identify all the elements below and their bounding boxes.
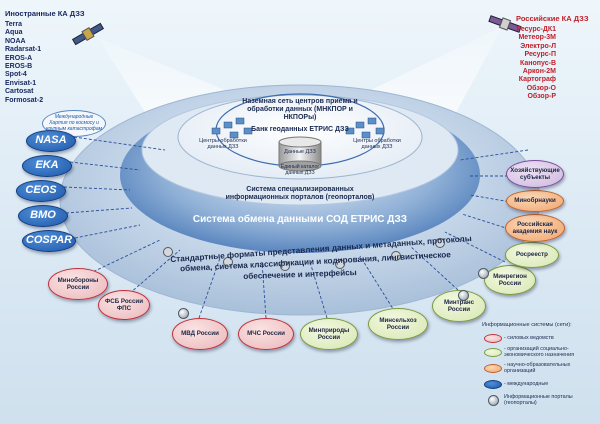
geoportal-icon [478,268,489,279]
geoportal-icon [458,290,469,301]
russian-satellite-icon [488,15,522,33]
legend-item-social: - организаций социально-экономического н… [504,346,575,358]
foreign-satellites-item: Terra [5,21,22,28]
foreign-satellites-item: Spot-4 [5,71,27,79]
foreign-satellites-item: Aqua [5,29,23,37]
portal-nodes [163,238,445,271]
org-mvd[interactable]: МВД России [172,318,228,350]
legend-swatch-blue [484,380,502,389]
org-cospar[interactable]: COSPAR [22,230,76,252]
org-minobrnauki[interactable]: Минобрнауки [506,190,564,212]
russian-satellites-item: Метеор-3М [518,34,556,42]
org-bmo[interactable]: BMO [18,205,68,227]
geoportal-icon [178,308,189,319]
org-minoborony[interactable]: Минобороны России [48,268,108,300]
legend-geoportal-icon [488,395,499,406]
org-fsb[interactable]: ФСБ России ФПС [98,290,150,320]
foreign-satellite-icon [71,22,105,46]
database-icon [278,136,322,172]
foreign-satellites-item: Cartosat [5,88,34,96]
org-mchs[interactable]: МЧС России [238,318,294,350]
data-bank-label: Банк геоданных ЕТРИС ДЗЗ [251,126,349,133]
processing-center-left-label: Центры обработки данных ДЗЗ [199,138,247,151]
legend-swatch-pink [484,334,502,343]
russian-satellites-item: Электро-Л [520,42,556,50]
russian-satellites-item: Ресурс-ДК1 [516,26,556,33]
server-cluster-right-icon [345,117,385,139]
server-cluster-left-icon [211,117,253,139]
processing-center-right-label: Центры обработки данных ДЗЗ [353,138,401,151]
legend-swatch-green [484,348,502,357]
foreign-satellites-item: NOAA [5,37,26,45]
org-minprirody[interactable]: Минприроды России [300,318,358,350]
org-minregion[interactable]: Минрегион России [484,265,536,295]
russian-satellites-title: Российские КА ДЗЗ [516,14,589,23]
org-business[interactable]: Хозяйствующие субъекты [506,160,564,188]
russian-satellites-item: Аркон-2М [522,68,556,76]
org-nasa[interactable]: NASA [26,130,76,152]
org-rosreestr[interactable]: Росреестр [505,242,559,268]
foreign-satellites-item: Formosat-2 [5,96,44,104]
exchange-system-label: Система обмена данными СОД ЕТРИС ДЗЗ [192,214,408,225]
org-ran[interactable]: Российская академия наук [505,214,565,242]
legend-swatch-orange [484,364,502,373]
foreign-satellites-item: Envisat-1 [5,79,37,87]
legend-title: Информационные системы (сети): [482,322,572,328]
foreign-satellites-title: Иностранные КА ДЗЗ [5,9,85,18]
legend-item-geoportal: Информационные порталы (геопорталы) [504,394,573,406]
russian-satellites-item: Обзор-Р [527,93,556,101]
legend-item-intl: - международные [504,381,549,387]
ground-network-label: Наземная сеть центров приема и обработки… [242,98,358,122]
org-eka[interactable]: EKA [22,155,72,177]
russian-satellites-item: Канопус-В [520,59,556,67]
portal-system-label: Система специализированных информационны… [225,186,375,202]
org-minselkhoz[interactable]: Минсельхоз России [368,308,428,340]
russian-satellites-item: Ресурс-П [524,51,556,59]
org-ceos[interactable]: CEOS [16,180,66,202]
legend-item-science: - научно-образовательных организаций [504,362,571,374]
foreign-satellites-item: EROS-A [5,54,33,62]
data-label: Данные ДЗЗ [284,149,316,155]
catalog-label: Единый каталог данных ДЗЗ [280,164,320,176]
russian-satellites-item: Картограф [518,76,556,84]
russian-satellites-item: Обзор-О [526,84,556,92]
legend-item-power: - силовых ведомств [504,335,554,341]
foreign-satellites-item: Radarsat-1 [5,46,42,54]
foreign-satellites-item: EROS-B [5,63,33,71]
